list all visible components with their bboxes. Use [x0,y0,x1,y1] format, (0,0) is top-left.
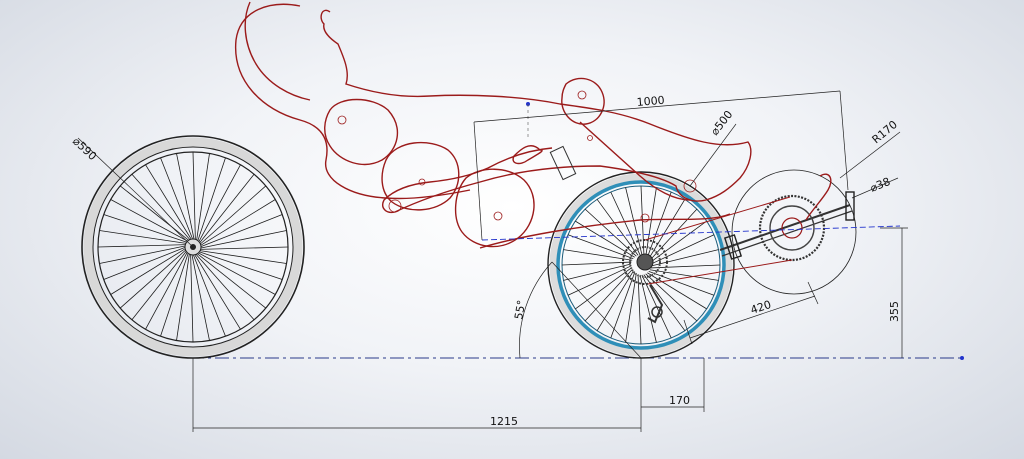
spoke [575,267,632,310]
spoke [110,199,189,242]
spoke [160,252,189,337]
spoke [199,230,287,249]
spoke [195,253,255,321]
spoke [596,271,634,331]
crank-length-label: 420 [749,298,773,317]
spoke [176,253,190,341]
dimension-170: 170 [640,358,705,432]
spoke [110,247,187,295]
spoke [561,261,632,266]
ground-endpoint [960,356,964,360]
spoke [199,185,267,245]
boom-assembly [719,169,857,295]
spoke [103,246,187,280]
spoke [567,234,634,259]
spoke [563,249,633,261]
spoke [649,208,698,261]
spoke [596,199,639,256]
spoke [192,151,196,241]
spoke [192,253,226,337]
spoke [640,185,645,256]
front-wheel-spokes [561,185,721,345]
rear-wheel [81,135,305,359]
spoke [584,208,637,257]
spoke [197,252,276,295]
seat-clamp [549,145,577,181]
wheel-diameter-label: ⌀590 [70,135,99,163]
dimension-1000: 1000 [473,90,849,241]
spoke [131,173,191,241]
frame-centerline [481,225,901,241]
bb-height-label: 355 [888,301,901,322]
spoke [99,230,187,244]
spoke [103,214,188,243]
spoke [650,220,707,263]
spoke [191,253,210,341]
angle-label: 55° [512,299,528,320]
spoke [639,274,657,343]
spoke [610,272,635,339]
spoke [650,249,719,267]
spoke [650,264,721,269]
spoke [199,214,283,248]
wheelbase-label: 1215 [490,415,518,428]
spoke [625,273,637,343]
rear-wheel-spokes [97,151,289,343]
spoke [198,173,255,244]
front-offset-label: 170 [669,394,690,407]
spoke [119,185,190,242]
spoke [649,269,719,281]
spoke [160,157,194,241]
spoke [610,191,641,256]
spoke [196,153,210,241]
spoke [131,250,188,321]
dimension-radius: R170 [839,118,901,179]
spoke [650,234,715,265]
rider-outline [234,1,832,249]
spoke [647,191,672,258]
spoke [145,164,193,241]
spoke [199,250,287,264]
chain [644,196,793,285]
spoke [637,274,642,345]
spoke [198,251,283,280]
dimension-420: 420 [683,281,819,345]
spoke [97,244,187,248]
spoke [563,263,632,281]
dimension-angle: 55° [512,261,642,359]
spoke [99,245,187,264]
spoke [584,269,633,322]
dimension-1000-label: 1000 [636,94,665,109]
dimension-chainring-diameter: ⌀500 [689,108,737,187]
spoke [645,273,698,322]
spoke [197,157,226,242]
chainring-diameter-label: ⌀500 [708,108,735,138]
dimension-1215: 1215 [192,358,641,432]
spoke [198,164,241,243]
spoke [119,249,187,309]
spoke [647,272,707,310]
spoke [199,246,289,250]
spoke [190,253,194,343]
spoke [648,199,686,259]
dimension-355: 355 [880,227,908,358]
tube-diameter-label: ⌀38 [868,175,892,195]
spoke [199,199,276,247]
dimension-tube-diameter: ⌀38 [851,175,899,199]
spoke [645,187,657,257]
spoke [193,253,241,330]
spoke [145,251,188,330]
spoke [648,271,715,296]
radius-label: R170 [870,118,900,146]
spoke [176,153,195,241]
spoke [196,252,267,309]
